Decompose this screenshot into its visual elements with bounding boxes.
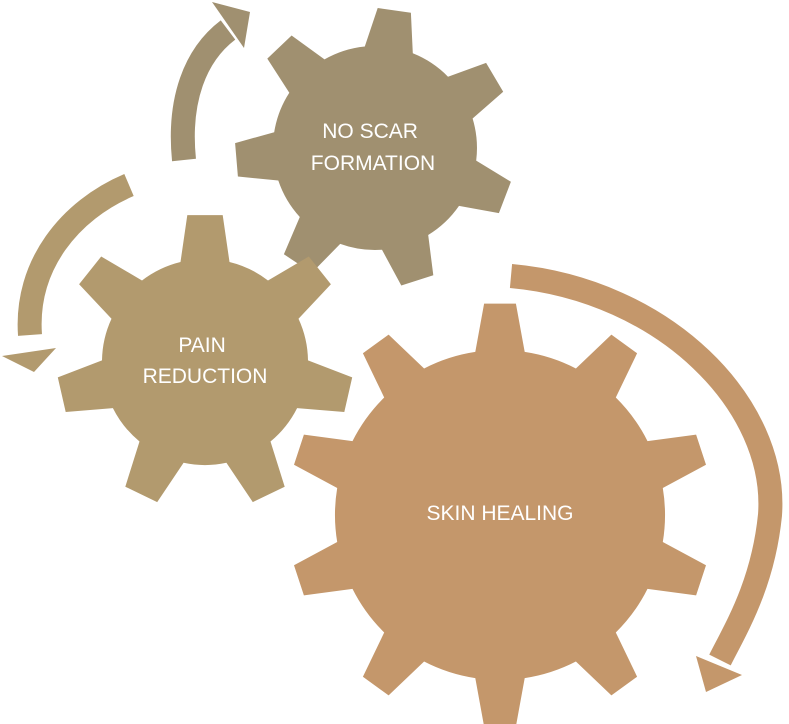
arrow-left-head [2,348,56,372]
label-skin-healing: SKIN HEALING [426,502,573,525]
cycle-arrows [2,2,783,692]
label-skin-line-1: SKIN HEALING [426,502,573,525]
arrow-right-shaft [509,264,783,666]
label-no-scar-line-2: FORMATION [311,152,435,175]
arrow-left [2,173,134,372]
arrow-right [509,264,783,692]
arrow-top [170,2,250,162]
arrow-top-head [212,2,250,48]
label-no-scar-line-1: NO SCAR [322,120,418,143]
gear-no-scar-formation [235,8,511,286]
arrow-top-shaft [170,20,236,162]
arrow-right-head [696,656,742,692]
label-pain-line-1: PAIN [178,334,225,357]
label-pain-reduction: PAIN REDUCTION [143,334,268,388]
gear-skin-healing [294,303,706,724]
label-pain-line-2: REDUCTION [143,365,268,388]
arrow-left-shaft [17,173,134,336]
label-no-scar-formation: NO SCAR FORMATION [311,120,435,175]
gear-pain-reduction [57,215,353,503]
